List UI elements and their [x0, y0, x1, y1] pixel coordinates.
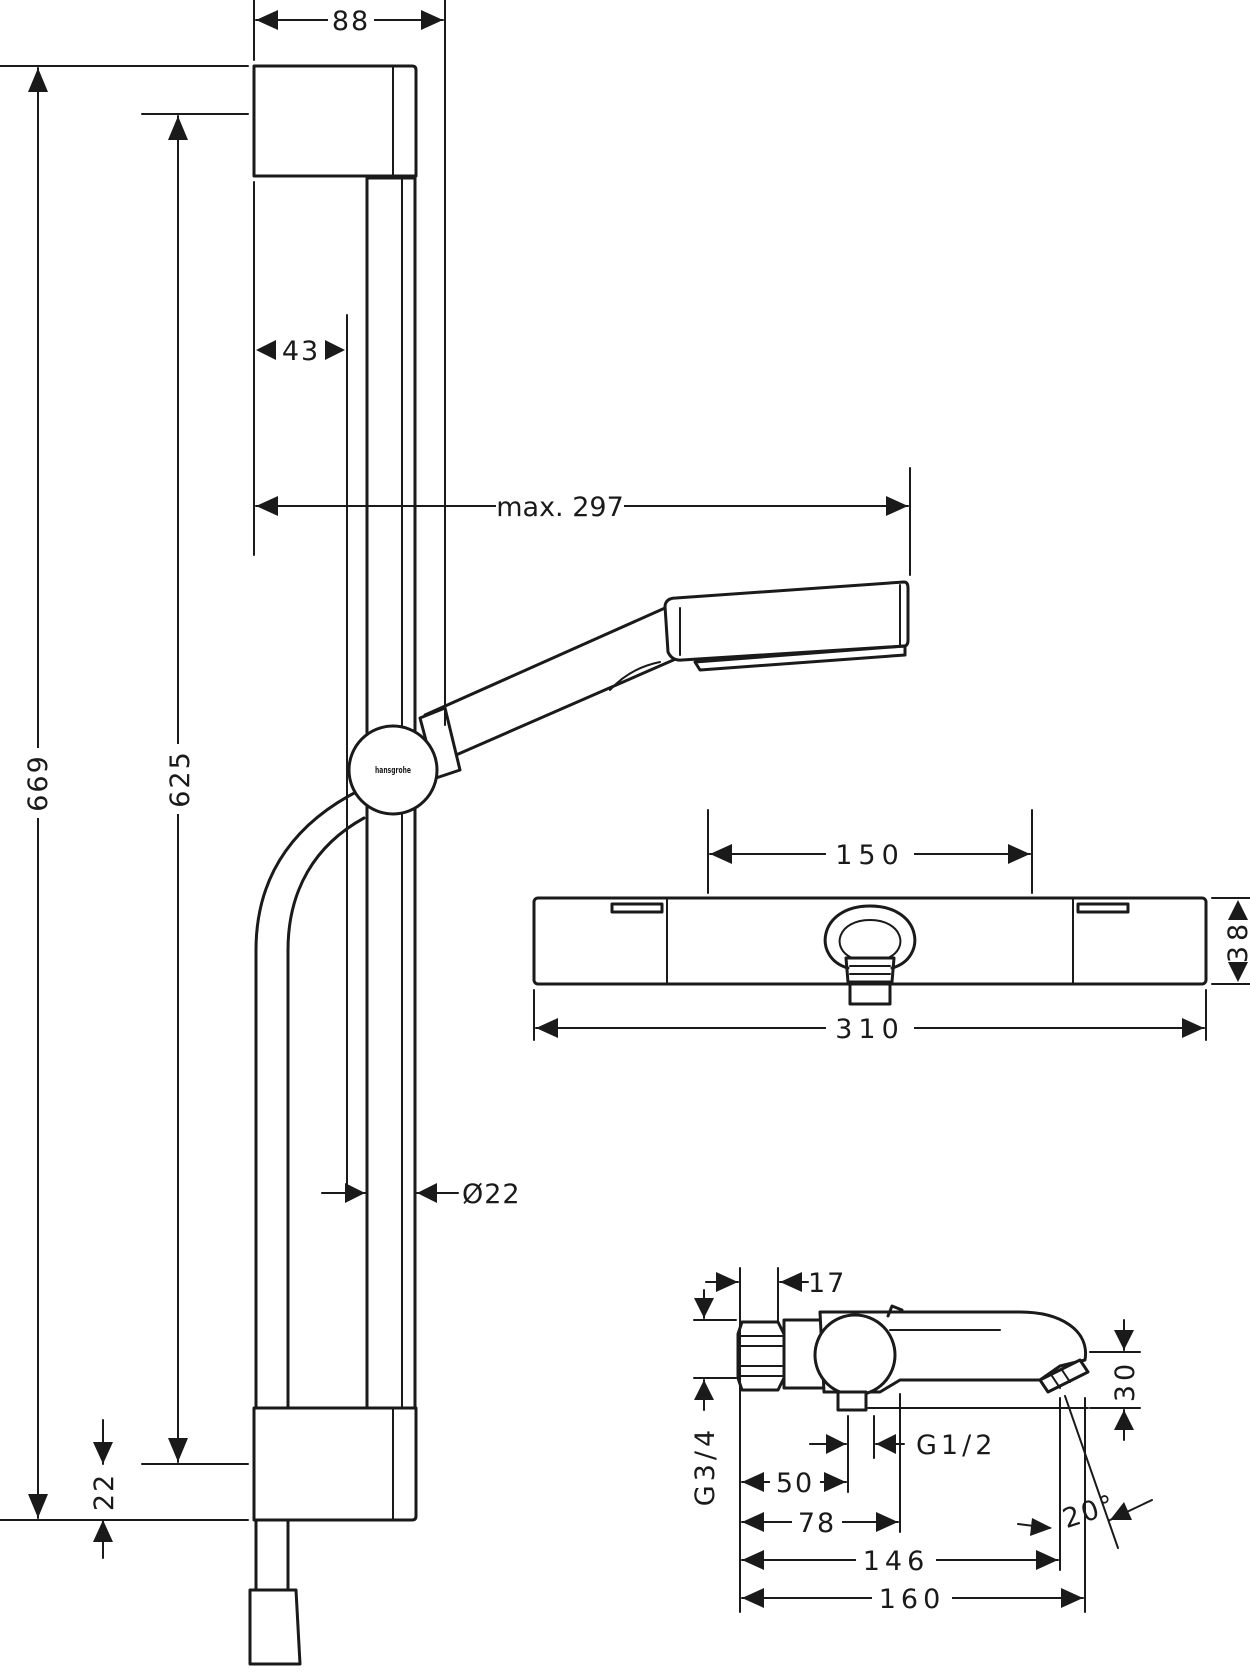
dim-rail-offset: 43 [282, 336, 320, 367]
thermostat-outlet-nut [844, 956, 896, 984]
handshower-handle [423, 606, 680, 764]
dim-thermostat-depth: 38 [1223, 919, 1250, 963]
rail-top-bracket [252, 64, 418, 178]
thermostat-right-handle-mark [1076, 902, 1130, 914]
dim-thermostat-width: 310 [835, 1014, 905, 1045]
dim-total-height: 669 [23, 754, 54, 812]
dim-mixer-depth-160: 160 [879, 1584, 946, 1615]
thermostat-outlet-ring [823, 904, 917, 970]
dim-mixer-outlet-thread: G1/2 [916, 1430, 996, 1461]
rail-bottom-bracket [252, 1406, 418, 1522]
dim-mixer-depth-50: 50 [776, 1468, 814, 1499]
thermostat-left-handle-mark [610, 902, 664, 914]
dim-rail-diameter: Ø22 [462, 1179, 521, 1210]
dim-mixer-wall-offset: 17 [808, 1268, 846, 1299]
dim-mixer-inlet-thread: G3/4 [690, 1426, 721, 1506]
brand-logo: hansgrohe [375, 766, 411, 776]
handshower-head [663, 580, 910, 662]
handshower-handle-detail [609, 661, 661, 691]
mixer-dimensions: 17 G3/4 30 G1/2 50 78 [690, 1267, 1153, 1615]
mixer-inlet-nut [736, 1320, 786, 1392]
handshower-spray-face [693, 644, 907, 672]
dim-bracket-height: 22 [89, 1473, 120, 1511]
dim-mixer-spout-height: 30 [1110, 1360, 1141, 1402]
thermostat-outlet-connector [848, 982, 892, 1006]
rail-dimensions: 88 669 625 22 43 max. 297 [0, 0, 911, 1559]
thermostat-dimensions: 150 310 38 [533, 809, 1250, 1045]
dim-rail-height: 625 [165, 750, 196, 808]
dim-handshower-reach: max. 297 [496, 492, 624, 523]
slider-knob[interactable] [347, 724, 439, 816]
dim-thermostat-centers: 150 [835, 840, 905, 871]
mixer-handle-knob[interactable] [813, 1313, 897, 1397]
shower-rail-assembly: hansgrohe [248, 64, 910, 1666]
thermostat-outlet-inner [838, 918, 902, 959]
thermostat-top-view [532, 896, 1208, 1006]
mixer-aerator [1038, 1358, 1090, 1394]
mixer-outlet [836, 1390, 868, 1412]
hose-end-nut [248, 1588, 302, 1666]
bath-mixer-side-view [736, 1304, 1090, 1412]
dim-mixer-depth-146: 146 [863, 1546, 930, 1577]
shower-hose [254, 788, 362, 1592]
dim-mixer-depth-78: 78 [798, 1508, 836, 1539]
dim-rail-width: 88 [332, 6, 370, 37]
